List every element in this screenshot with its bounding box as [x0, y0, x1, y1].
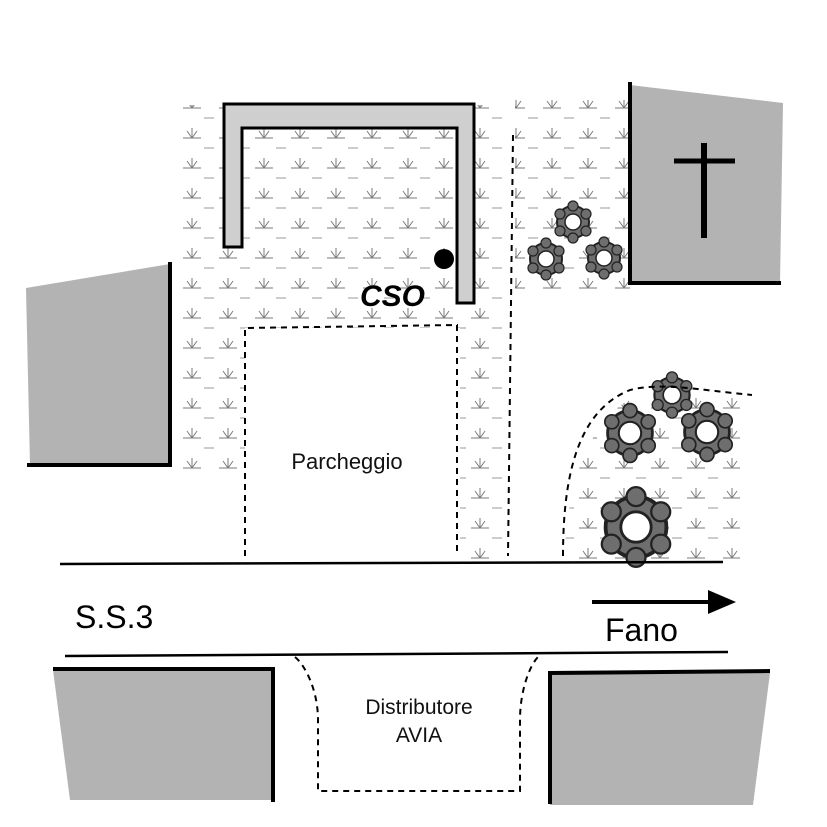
building-bottom-left-edge — [53, 667, 275, 802]
direction-label: Fano — [605, 612, 678, 648]
cross-icon — [674, 143, 735, 238]
station-label-line1: Distributore — [365, 696, 472, 719]
building-bottom-right-edge — [548, 669, 771, 804]
cso-label: CSO — [360, 280, 425, 313]
station-label-line2: AVIA — [396, 724, 442, 747]
building-bottom-right — [550, 673, 770, 805]
road-edge-north — [59, 560, 724, 566]
building-left — [26, 264, 170, 465]
building-left-edge — [27, 262, 172, 467]
right-arrow-icon — [592, 590, 736, 614]
road-label: S.S.3 — [75, 599, 153, 635]
vegetation-area-cso — [182, 105, 505, 560]
building-bottom-left — [53, 670, 273, 800]
boundary-lines — [244, 134, 753, 792]
cso-structure — [222, 102, 476, 305]
church-edge — [628, 82, 781, 285]
road-edge-south — [64, 650, 729, 658]
parking-label: Parcheggio — [291, 449, 402, 474]
cso-point-icon — [434, 249, 454, 269]
